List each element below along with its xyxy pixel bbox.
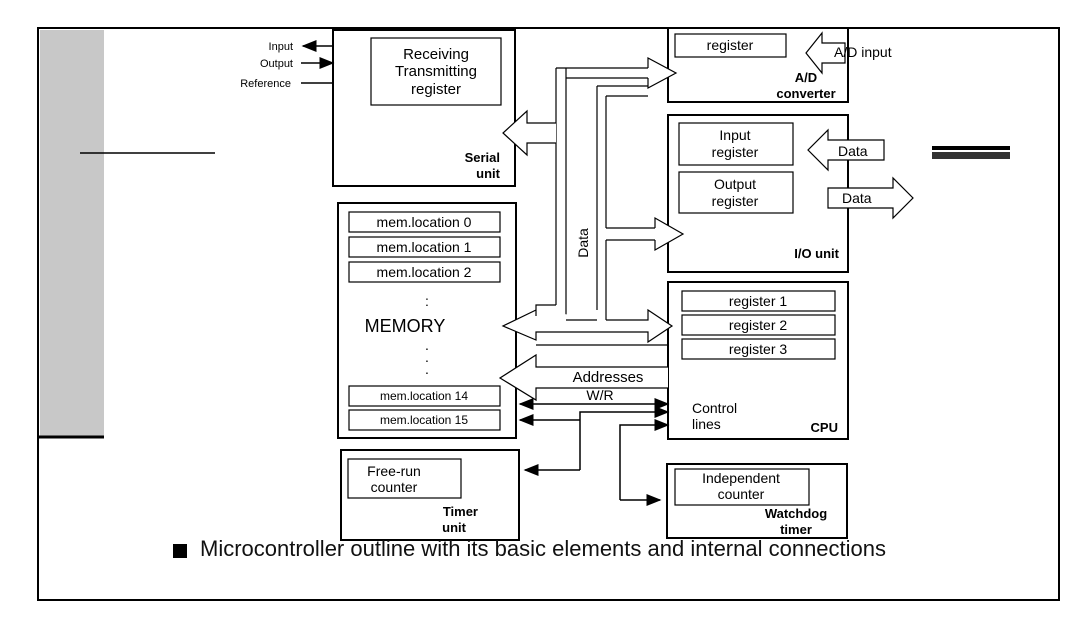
pin-output-label: Output [260,58,293,70]
mem-location-2: mem.location 2 [377,264,472,280]
mem-location-15: mem.location 15 [380,413,468,427]
watchdog-label-line-1: Watchdog [765,506,827,521]
caption-container: Microcontroller outline with its basic e… [200,535,940,598]
pin-input-label: Input [269,41,293,53]
watchdog-inner-line-2: counter [718,486,765,502]
wr-label: W/R [586,387,613,403]
cpu-label: CPU [811,420,838,435]
cpu-control-line-2: lines [692,416,721,432]
ad-input-label: A/D input [834,44,892,60]
timer-unit: Free-run counter Timer unit [340,449,520,541]
io-input-register-line-2: register [712,144,759,160]
caption-text: Microcontroller outline with its basic e… [200,536,887,561]
serial-unit: Receiving Transmitting register Serial u… [332,29,516,187]
io-unit: Input register Output register I/O unit … [667,114,914,273]
io-output-register-line-2: register [712,193,759,209]
mem-location-0: mem.location 0 [377,214,472,230]
serial-label-line-1: Serial [465,150,500,165]
memory-label: MEMORY [365,316,446,336]
serial-pins: Input Output Reference [240,40,335,90]
io-unit-label: I/O unit [794,246,839,261]
io-output-register-line-1: Output [714,176,756,192]
control-lines [518,398,670,506]
mem-dots-2: . [425,349,429,365]
mem-dots-1: . [425,337,429,353]
ad-register-label: register [707,37,754,53]
io-data-out-label: Data [842,190,872,206]
mem-dots-3: . [425,361,429,377]
serial-label-line-2: unit [476,166,500,181]
slide-frame [37,27,1060,601]
timer-label-line-1: Timer [443,504,478,519]
caption-bullet [173,544,187,558]
watchdog-label-line-2: timer [780,522,812,537]
serial-inner-line-1: Receiving [403,46,469,63]
io-input-register-line-1: Input [719,127,750,143]
cpu-register-1: register 1 [729,293,788,309]
cpu-register-2: register 2 [729,317,788,333]
data-bus [498,56,685,402]
serial-inner-line-3: register [411,81,461,98]
mem-dots-top: : [425,293,429,309]
timer-inner-line-1: Free-run [367,463,421,479]
addresses-label: Addresses [573,369,644,386]
data-bus-label: Data [575,228,591,258]
cpu-unit: register 1 register 2 register 3 Control… [667,281,849,440]
io-data-in-label: Data [838,143,868,159]
cpu-control-line-1: Control [692,400,737,416]
mem-location-1: mem.location 1 [377,239,472,255]
watchdog-inner-line-1: Independent [702,470,780,486]
ad-converter: register A/D converter A/D input [667,27,892,103]
pin-reference-label: Reference [240,78,291,90]
serial-inner-line-2: Transmitting [395,63,477,80]
ad-label-line-1: A/D [795,70,817,85]
cpu-register-3: register 3 [729,341,788,357]
ad-label-line-2: converter [776,86,835,101]
mem-location-14: mem.location 14 [380,389,468,403]
memory-unit: mem.location 0 mem.location 1 mem.locati… [337,202,517,439]
timer-inner-line-2: counter [371,479,418,495]
watchdog-timer: Independent counter Watchdog timer [666,463,848,539]
timer-label-line-2: unit [442,520,466,535]
